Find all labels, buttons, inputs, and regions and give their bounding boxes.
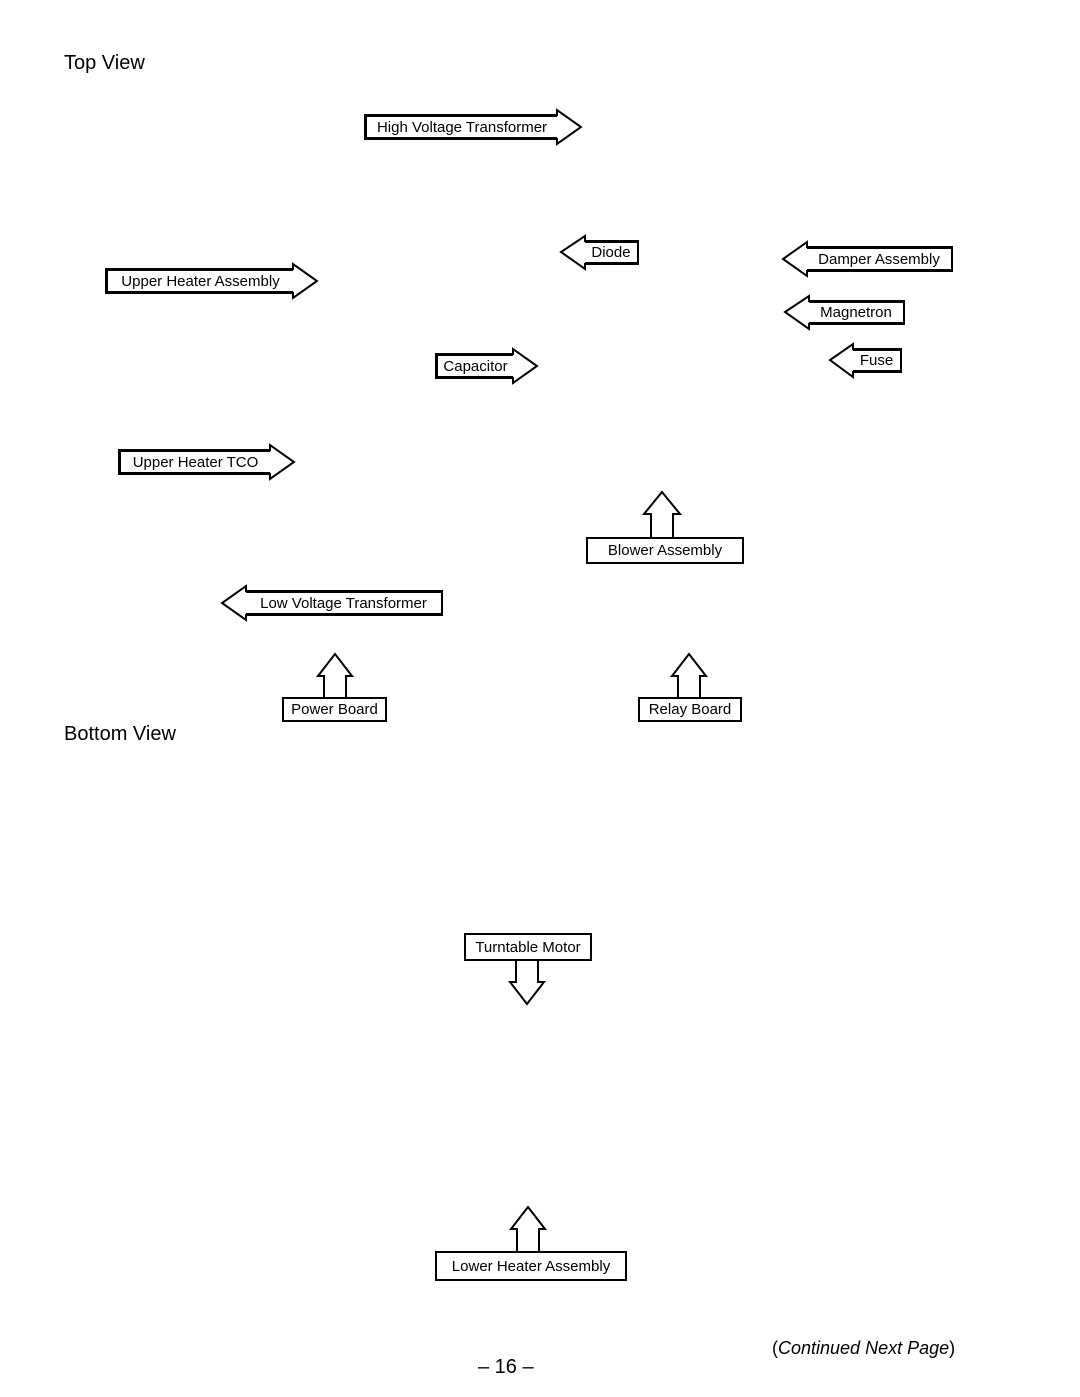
label-power-board: Power Board — [282, 697, 387, 722]
label-upper-heater-tco: Upper Heater TCO — [119, 450, 270, 474]
paren-close: ) — [949, 1338, 956, 1358]
label-high-voltage-transformer: High Voltage Transformer — [365, 115, 557, 139]
arrow-turntable-motor — [507, 959, 547, 1006]
arrow-relay-board — [669, 652, 709, 699]
top-view-heading: Top View — [64, 52, 145, 74]
label-magnetron: Magnetron — [809, 301, 905, 324]
label-diode: Diode — [585, 241, 639, 264]
continued-note: (Continued Next Page) — [772, 1338, 955, 1359]
page-number: – 16 – — [478, 1356, 534, 1378]
continued-next-page-text: Continued Next Page — [778, 1338, 950, 1358]
bottom-view-heading: Bottom View — [64, 723, 176, 745]
label-blower-assembly: Blower Assembly — [586, 537, 744, 564]
label-relay-board: Relay Board — [638, 697, 742, 722]
arrow-lower-heater-assembly — [508, 1205, 548, 1253]
label-damper-assembly: Damper Assembly — [807, 247, 953, 271]
label-capacitor: Capacitor — [436, 354, 513, 378]
arrow-blower-assembly — [641, 490, 683, 539]
label-turntable-motor: Turntable Motor — [464, 933, 592, 961]
label-upper-heater-assembly: Upper Heater Assembly — [106, 269, 293, 293]
arrow-power-board — [315, 652, 355, 699]
label-low-voltage-transformer: Low Voltage Transformer — [246, 591, 443, 615]
label-fuse: Fuse — [853, 349, 902, 372]
label-lower-heater-assembly: Lower Heater Assembly — [435, 1251, 627, 1281]
paren-open: ( — [772, 1338, 778, 1358]
